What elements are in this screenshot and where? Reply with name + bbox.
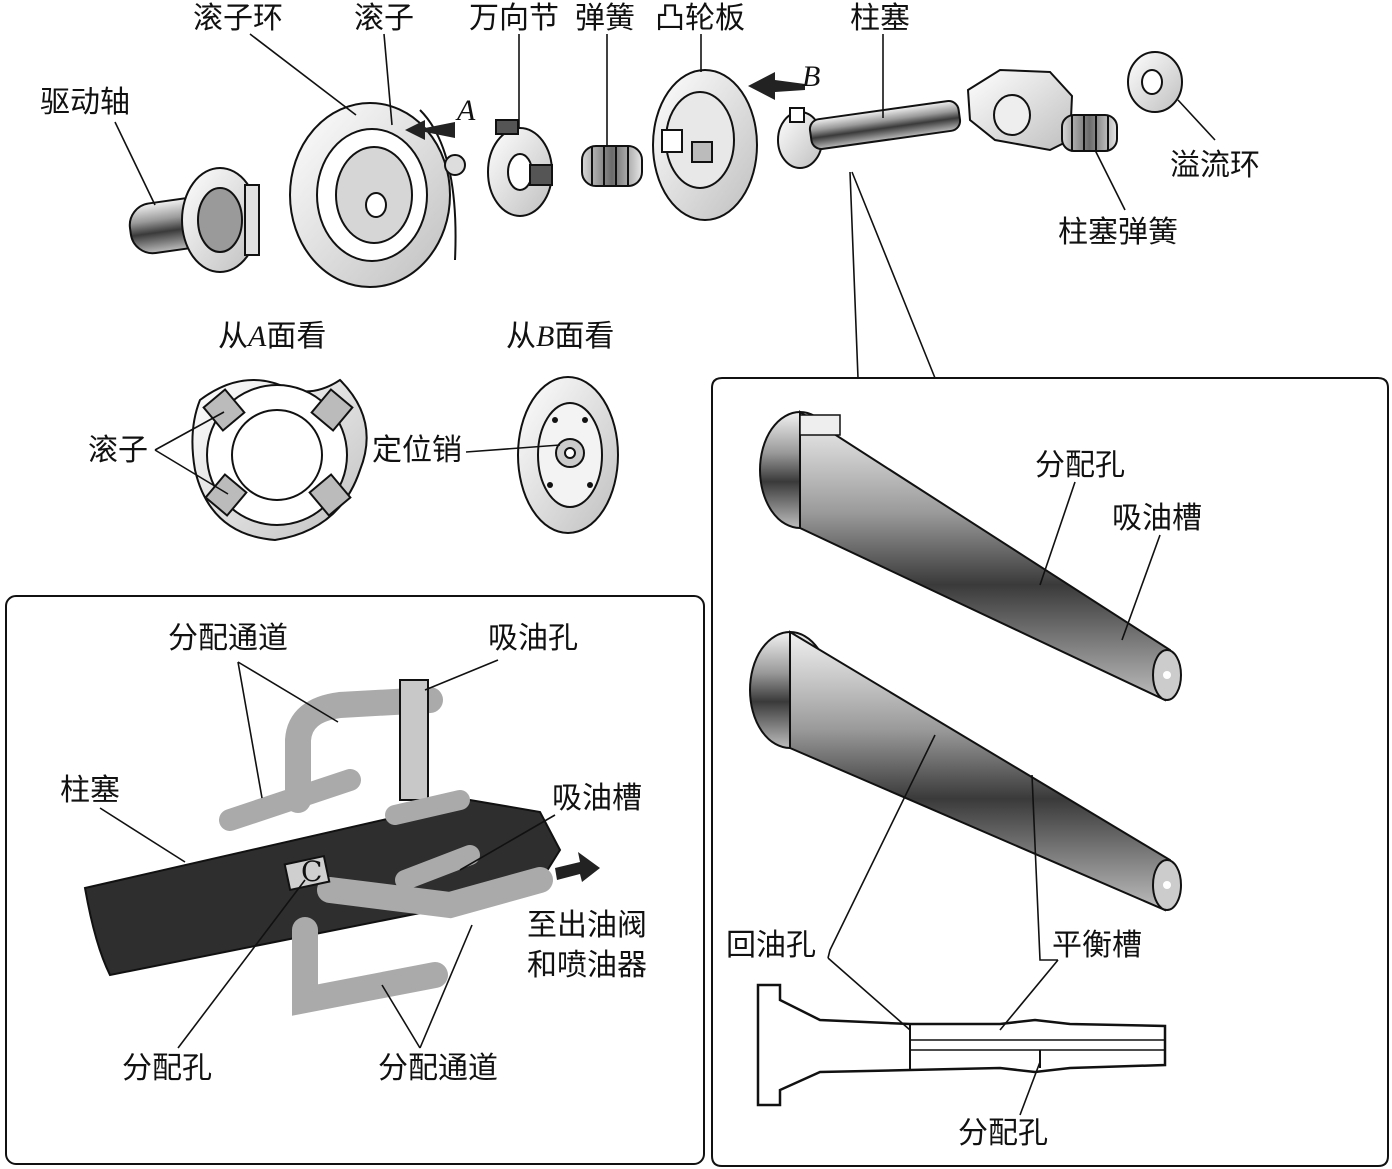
label-to-valve-line1: 至出油阀 [527,908,647,943]
roller-ring-part [289,102,466,288]
cam-plate-part [652,69,758,221]
plunger-cross-section [756,983,1167,1107]
direction-arrow-b [748,72,805,100]
right-panel: 分配孔 吸油槽 回油孔 平衡槽 分配孔 [711,377,1389,1167]
universal-joint-part [487,119,553,217]
left-panel: C 分配通道 吸油孔 柱塞 吸油槽 至出油阀 和喷油器 分配孔 分配通道 [5,595,705,1165]
label-rollers-view-a: 滚子 [88,433,148,468]
exploded-assembly: 驱动轴 滚子环 滚子 万向节 弹簧 凸轮板 柱塞 A B 溢流环 柱塞弹簧 [40,1,1260,288]
label-distribution-hole-right-top: 分配孔 [1035,448,1125,483]
label-distribution-channel-top: 分配通道 [168,621,288,656]
port-letter-c: C [301,855,322,888]
drive-shaft-part [128,167,260,273]
view-b-title: 从B面看 [506,319,614,354]
label-suction-groove-left: 吸油槽 [552,781,642,816]
view-from-a: 从A面看 滚子 [88,319,368,542]
label-roller: 滚子 [354,1,414,36]
label-arrow-a: A [455,94,476,127]
label-return-hole: 回油孔 [726,928,816,963]
label-balance-groove: 平衡槽 [1052,928,1142,963]
label-plunger-spring: 柱塞弹簧 [1058,215,1178,250]
view-from-b: 从B面看 定位销 [372,319,619,534]
label-to-valve-line2: 和喷油器 [527,948,647,983]
label-locating-pin: 定位销 [372,433,462,468]
view-a-title: 从A面看 [218,319,326,354]
direction-arrow-a [405,120,455,140]
label-arrow-b: B [802,60,820,93]
label-suction-hole: 吸油孔 [488,621,578,656]
label-plunger-left: 柱塞 [60,773,120,808]
overflow-ring-part [1127,51,1183,113]
label-plunger-top: 柱塞 [850,1,910,36]
label-distribution-channel-bottom: 分配通道 [378,1051,498,1086]
plunger-illustration-upper [759,410,1182,702]
spring-part [581,145,643,187]
plunger-illustration-lower [749,630,1182,912]
label-universal-joint: 万向节 [469,1,559,36]
label-cam-plate: 凸轮板 [655,1,745,36]
label-distribution-hole-left: 分配孔 [122,1051,212,1086]
label-spring: 弹簧 [575,1,635,36]
label-suction-groove-right: 吸油槽 [1112,501,1202,536]
label-drive-shaft: 驱动轴 [40,85,130,120]
label-overflow-ring: 溢流环 [1170,148,1260,183]
label-distribution-hole-right-bottom: 分配孔 [958,1116,1048,1151]
plunger-spring-seat-part [966,68,1118,152]
plunger-part [777,100,962,169]
label-roller-ring: 滚子环 [193,1,283,36]
